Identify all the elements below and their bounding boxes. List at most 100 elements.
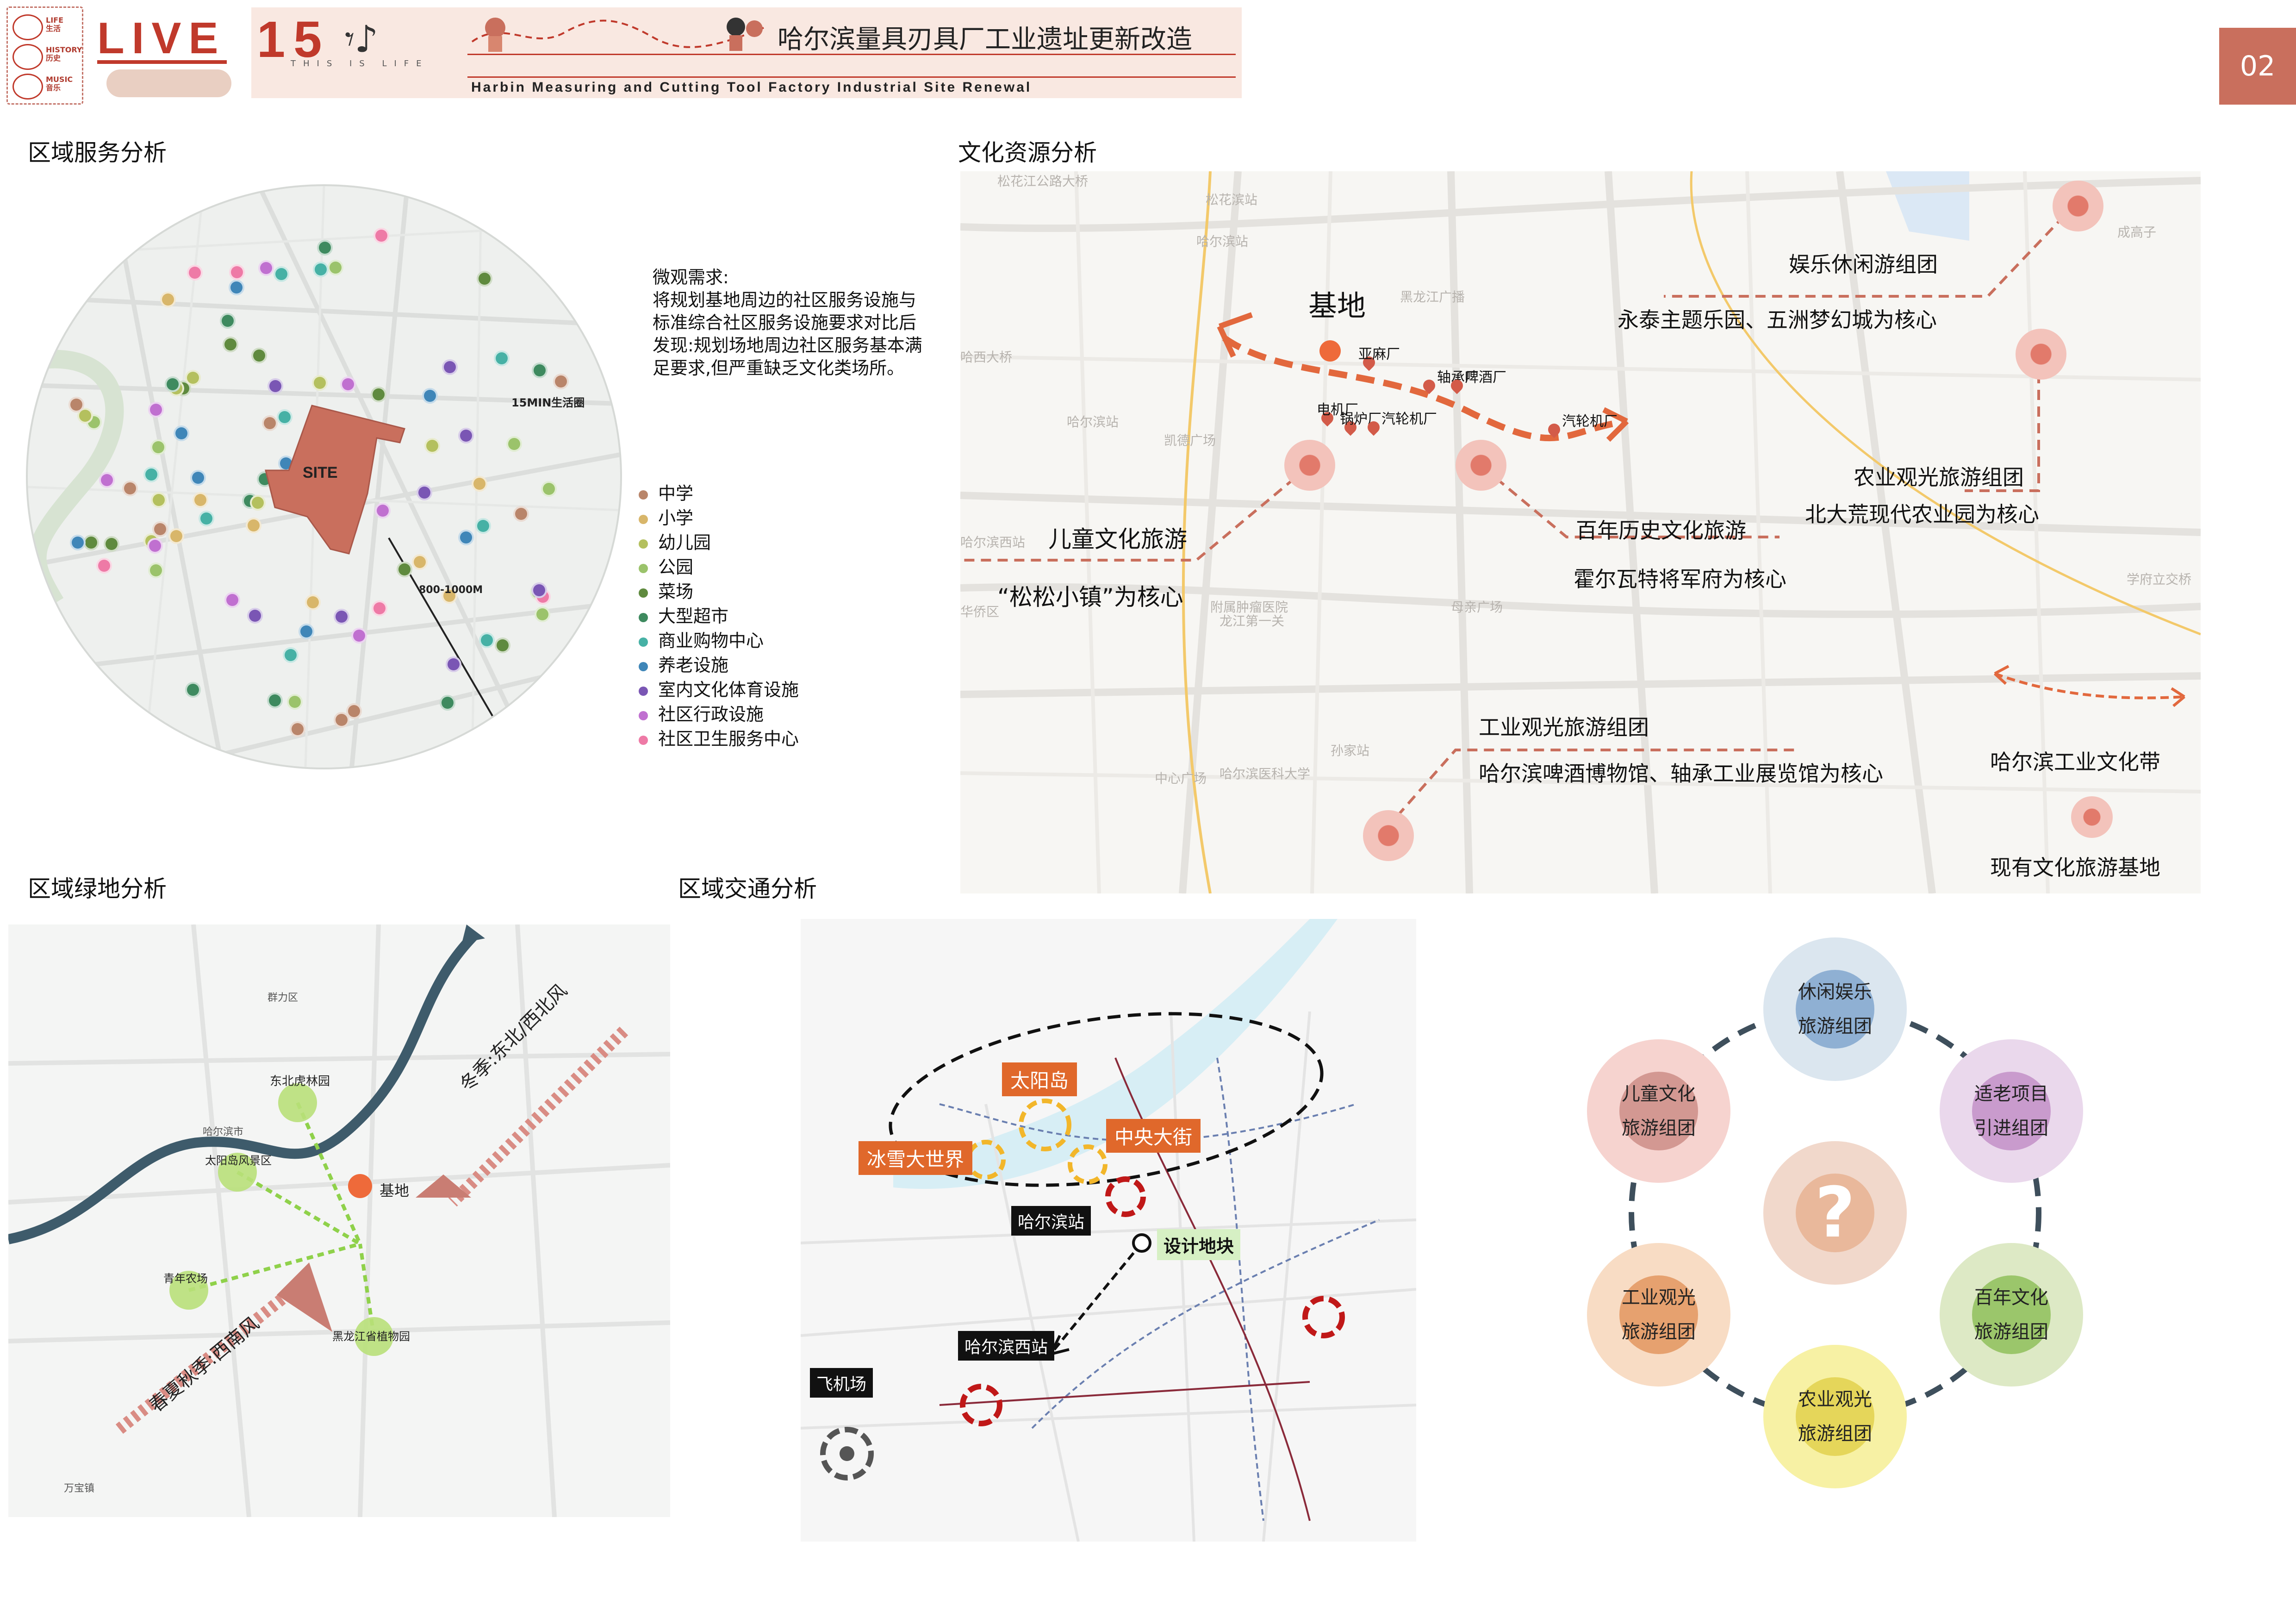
service-legend-item: 养老设施: [639, 651, 728, 676]
facility-dot: [333, 712, 349, 728]
facility-dot: [493, 350, 510, 367]
culture-section-title: 文化资源分析: [958, 139, 1097, 166]
facility-dot: [164, 376, 180, 392]
group-name: 工业观光旅游组团: [1479, 715, 1649, 740]
cluster-circle[interactable]: 农业观光旅游组团: [1763, 1345, 1907, 1488]
facility-dot: [224, 592, 241, 608]
facility-dot: [103, 536, 119, 552]
cluster-circle-core: 适老项目引进组团: [1972, 1072, 2051, 1150]
park-label: 东北虎林园: [270, 1074, 330, 1088]
service-legend-item: 菜场: [639, 577, 693, 603]
cluster-circle[interactable]: 百年文化旅游组团: [1940, 1243, 2084, 1387]
facility-dot: [333, 609, 349, 625]
facility-dot: [471, 475, 487, 492]
factory-label: 亚麻厂: [1358, 346, 1400, 362]
map-place-label: 哈尔滨西站: [960, 535, 1026, 550]
facility-dot: [351, 627, 367, 643]
site-marker[interactable]: [1319, 340, 1341, 362]
page-title-en: Harbin Measuring and Cutting Tool Factor…: [471, 80, 1032, 95]
place-tag[interactable]: 冰雪大世界: [859, 1141, 973, 1175]
facility-dot: [442, 359, 458, 375]
legend-label: 室内文化体育设施: [658, 680, 799, 700]
cluster-label: 旅游组团: [1798, 1423, 1872, 1444]
group-name: 儿童文化旅游: [1048, 526, 1187, 553]
legend-swatch: [639, 637, 648, 647]
facility-dot: [185, 682, 201, 698]
tourism-base-halo[interactable]: [2053, 181, 2103, 231]
facility-dot: [68, 397, 85, 413]
cluster-circle[interactable]: 儿童文化旅游组团: [1587, 1039, 1730, 1183]
page-title: 哈尔滨量具刃具厂工业遗址更新改造: [778, 25, 1192, 55]
map-place-label: 学府立交桥: [2127, 572, 2192, 587]
legend-label: 商业购物中心: [658, 631, 764, 651]
facility-dot: [396, 561, 412, 577]
page-number: 02: [2219, 28, 2296, 105]
facility-dot: [96, 558, 112, 574]
service-legend-item: 大型超市: [639, 602, 728, 627]
facility-dot: [122, 481, 138, 497]
group-name: 百年历史文化旅游: [1576, 518, 1746, 543]
green-section-title: 区域绿地分析: [28, 875, 167, 902]
facility-dot: [246, 518, 262, 534]
facility-dot: [287, 694, 303, 710]
map-place-label: 黑龙江广播: [1400, 289, 1465, 305]
cluster-circle-core: 农业观光旅游组团: [1796, 1377, 1874, 1456]
facility-dot: [174, 425, 190, 442]
culture-legend-base-icon: [2071, 796, 2113, 838]
facility-dot: [185, 370, 201, 386]
group-name: 农业观光旅游组团: [1854, 465, 2024, 490]
facility-dot: [375, 502, 391, 518]
site-polygon[interactable]: [261, 401, 414, 558]
tourism-base-halo[interactable]: [1456, 440, 1506, 491]
cluster-circle[interactable]: 工业观光旅游组团: [1587, 1243, 1730, 1387]
legend-label: 菜场: [658, 581, 694, 602]
facility-dot: [168, 528, 184, 544]
design-site-tag[interactable]: 设计地块: [1157, 1229, 1241, 1260]
service-legend-item: 公园: [639, 553, 693, 578]
legend-label: 小学: [658, 508, 694, 528]
station-tag[interactable]: 飞机场: [810, 1368, 873, 1398]
green-site-label: 基地: [380, 1182, 410, 1199]
cluster-circle[interactable]: 休闲娱乐旅游组团: [1763, 937, 1907, 1081]
musician-illustration: [471, 18, 764, 52]
facility-dot: [312, 261, 329, 277]
map-place-label: 松花滨站: [1206, 192, 1258, 207]
tourism-base-halo[interactable]: [1284, 440, 1335, 491]
traffic-map-graphics: [801, 919, 1416, 1542]
place-tag[interactable]: 中央大街: [1106, 1119, 1201, 1153]
cluster-circle[interactable]: 适老项目引进组团: [1940, 1039, 2084, 1183]
cluster-circle-core: 百年文化旅游组团: [1972, 1275, 2051, 1354]
facility-dot: [152, 521, 168, 537]
cluster-circle-core: 工业观光旅游组团: [1619, 1275, 1698, 1354]
header-rule-bottom: [467, 76, 1236, 78]
tourism-base-halo[interactable]: [1363, 810, 1414, 861]
facility-dot: [424, 438, 441, 454]
header-number: 15: [257, 11, 330, 68]
facility-dot: [371, 386, 387, 402]
facility-dot: [229, 264, 245, 280]
legend-swatch: [639, 514, 648, 524]
legend-label: 中学: [658, 483, 694, 504]
tourism-base-halo[interactable]: [2016, 329, 2066, 380]
map-place-label: 龙江第一关: [1220, 613, 1285, 629]
facility-dot: [187, 264, 203, 281]
cluster-circle-core: 休闲娱乐旅游组团: [1796, 970, 1874, 1049]
facility-dot: [258, 260, 274, 276]
legend-label: 社区行政设施: [658, 704, 764, 725]
service-map-circle: SITE 15MIN生活圈 800-1000M: [26, 184, 622, 769]
culture-map-roads: [960, 171, 2201, 893]
cluster-center[interactable]: ?: [1763, 1141, 1907, 1285]
facility-dot: [228, 280, 244, 296]
service-legend-item: 幼儿园: [639, 528, 711, 554]
facility-dot: [282, 647, 299, 663]
place-tag[interactable]: 太阳岛: [1002, 1062, 1077, 1096]
green-map: 东北虎林园 太阳岛风景区 青年农场 黑龙江省植物园 基地 冬季:东北/西北风 春…: [8, 924, 670, 1517]
station-tag[interactable]: 哈尔滨西站: [958, 1331, 1055, 1361]
group-core: 哈尔滨啤酒博物馆、轴承工业展览馆为核心: [1479, 761, 1883, 786]
facility-dot: [160, 292, 176, 308]
map-place-label: 华侨区: [960, 604, 1000, 619]
map-place-label: 孙家站: [1331, 743, 1370, 758]
facility-dot: [475, 518, 491, 534]
legend-label: 养老设施: [658, 655, 729, 675]
station-tag[interactable]: 哈尔滨站: [1011, 1206, 1091, 1236]
